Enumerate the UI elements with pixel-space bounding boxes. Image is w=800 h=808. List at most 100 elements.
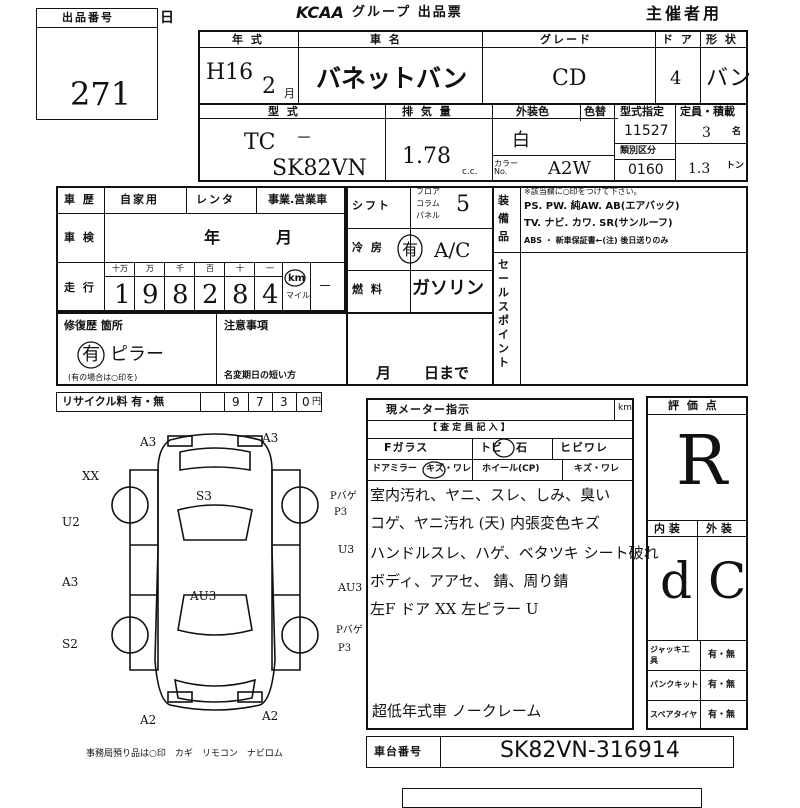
recycle-digit-2: 3 xyxy=(280,395,288,409)
wheel-opt: キズ・ワレ xyxy=(574,464,620,474)
chassis-number: SK82VN-316914 xyxy=(500,738,680,763)
inspector-line-5: 左F ドア XX 左ピラー U xyxy=(370,600,539,618)
jack-label: ジャッキ工具 xyxy=(650,645,690,665)
shift-label: シフト xyxy=(352,199,391,212)
type-cert-value: 11527 xyxy=(624,123,669,139)
repair-note: (有の場合は○印を) xyxy=(68,373,138,382)
meter-label: 現メーター指示 xyxy=(386,403,470,416)
diagram-mark-au3-right: AU3 xyxy=(338,581,363,594)
fuel-value: ガソリン xyxy=(412,278,484,299)
shift-column: コラム xyxy=(416,199,440,208)
glass-opt-chip: トビ xyxy=(480,441,502,454)
repair-have: 有 xyxy=(82,344,100,365)
glass-circle-mark xyxy=(493,438,515,458)
repair-detail: ピラー xyxy=(110,344,164,365)
digit-header-3: 百 xyxy=(206,264,214,273)
lot-number-label: 出品番号 xyxy=(62,11,114,24)
bottom-partial-box xyxy=(402,788,702,808)
diagram-mark-xx: XX xyxy=(82,469,100,483)
shift-floor: フロア xyxy=(416,187,440,196)
history-business: 事業.営業車 xyxy=(268,193,328,206)
recycle-row xyxy=(56,392,322,412)
inspector-line-4: ボディ、アアセ、 錆、周り錆 xyxy=(370,572,569,590)
car-name: バネットバン xyxy=(316,64,468,93)
recycle-yen: 円 xyxy=(312,397,322,407)
category-value: 0160 xyxy=(628,162,664,178)
color-change-label: 色替 xyxy=(584,105,606,118)
short-period-label: 名変期日の短い方 xyxy=(224,371,297,381)
engine-label: 排 気 量 xyxy=(402,105,453,118)
diagram-mark-a3-left: A3 xyxy=(62,575,79,589)
diagram-mark-a2-rear-left: A2 xyxy=(140,713,157,727)
recycle-label: リサイクル料 有・無 xyxy=(62,395,165,408)
interior-grade: d xyxy=(660,552,693,610)
digit-header-5: 一 xyxy=(266,264,274,273)
spec-table xyxy=(198,30,748,182)
history-private: 自家用 xyxy=(120,193,159,206)
diagram-mark-a2-rear-right: A2 xyxy=(262,709,279,723)
chassis-row xyxy=(366,736,734,768)
model-year-era: H16 xyxy=(206,60,254,85)
digit-header-2: 千 xyxy=(176,264,184,273)
cc-unit: c.c. xyxy=(462,167,478,177)
diagram-mark-u2: U2 xyxy=(62,515,80,529)
mileage-digit-2: 8 xyxy=(172,280,189,310)
puncture-option: 有・無 xyxy=(708,680,736,690)
mirror-circle-mark xyxy=(422,461,446,479)
ac-label: 冷 房 xyxy=(352,241,384,254)
mileage-digit-3: 2 xyxy=(202,280,219,310)
ac-have: 有 xyxy=(402,240,419,259)
type-dash: － xyxy=(296,128,313,147)
digit-header-4: 十 xyxy=(236,264,244,273)
month-unit: 月 xyxy=(284,87,295,100)
type-label: 型 式 xyxy=(268,105,300,118)
ext-color-value: 白 xyxy=(512,130,530,151)
inspector-line-3: ハンドルスレ、ハゲ、ベタツキ シート破れ xyxy=(370,544,659,562)
repair-label: 修復歴 箇所 xyxy=(64,319,123,332)
inspection-label: 車 検 xyxy=(64,231,96,244)
mirror-opt: キズ・ワレ xyxy=(426,464,472,474)
type-prefix: TC xyxy=(244,130,276,155)
mileage-digit-0: 1 xyxy=(114,280,131,310)
shift-panel: パネル xyxy=(416,211,440,220)
grade-label: グレード xyxy=(540,33,592,46)
diagram-mark-au3-center: AU3 xyxy=(190,589,217,603)
lot-number: 271 xyxy=(70,75,132,113)
equipment-table xyxy=(346,186,748,386)
digit-header-0: 十万 xyxy=(112,264,128,273)
glass-label: Fガラス xyxy=(384,441,429,454)
repair-table xyxy=(56,312,494,386)
lot-number-suffix: 日 xyxy=(160,10,174,26)
organizer-label: 主催者用 xyxy=(646,4,723,23)
history-rental: レンタ xyxy=(196,193,235,206)
mileage-label: 走 行 xyxy=(64,281,96,294)
exterior-label: 外 装 xyxy=(706,522,732,535)
load-unit: トン xyxy=(726,161,745,171)
doors-value: 4 xyxy=(670,68,682,89)
jack-option: 有・無 xyxy=(708,650,736,660)
recycle-digit-1: 7 xyxy=(256,395,264,409)
year-label: 年 式 xyxy=(232,33,264,46)
color-code: A2W xyxy=(548,158,591,179)
interior-label: 内 装 xyxy=(654,522,680,535)
inspector-notes-header: 【 査 定 員 記 入 】 xyxy=(428,423,510,433)
inspector-line-6: 超低年式車 ノークレーム xyxy=(372,702,542,720)
score-label: 評 価 点 xyxy=(668,399,719,412)
km-circle-mark xyxy=(284,269,306,287)
spare-option: 有・無 xyxy=(708,710,736,720)
equip-line3: ABS ・ 新車保証書←(注) 後日送りのみ xyxy=(524,236,669,245)
doors-label: ド ア xyxy=(662,33,694,46)
ac-circle-mark xyxy=(397,234,423,264)
mileage-digit-1: 9 xyxy=(142,280,159,310)
equip-note: ※該当欄に○印をつけて下さい。 xyxy=(524,187,642,196)
diagram-mark-p3-upper: P3 xyxy=(334,507,348,518)
diagram-footer: 事務局預り品は○印 カギ リモコン ナビロム xyxy=(86,749,283,759)
diagram-mark-s3-roof: S3 xyxy=(196,489,212,503)
diagram-mark-a3-front-left: A3 xyxy=(140,435,157,449)
short-period-month: 月 xyxy=(376,364,392,382)
capacity-unit: 名 xyxy=(732,127,742,137)
fuel-label: 燃 料 xyxy=(352,283,384,296)
overall-score: R xyxy=(676,422,728,501)
inspector-line-1: 室内汚れ、ヤニ、スレ、しみ、臭い xyxy=(370,486,611,504)
wheel-label: ホイール(CP) xyxy=(482,464,540,474)
